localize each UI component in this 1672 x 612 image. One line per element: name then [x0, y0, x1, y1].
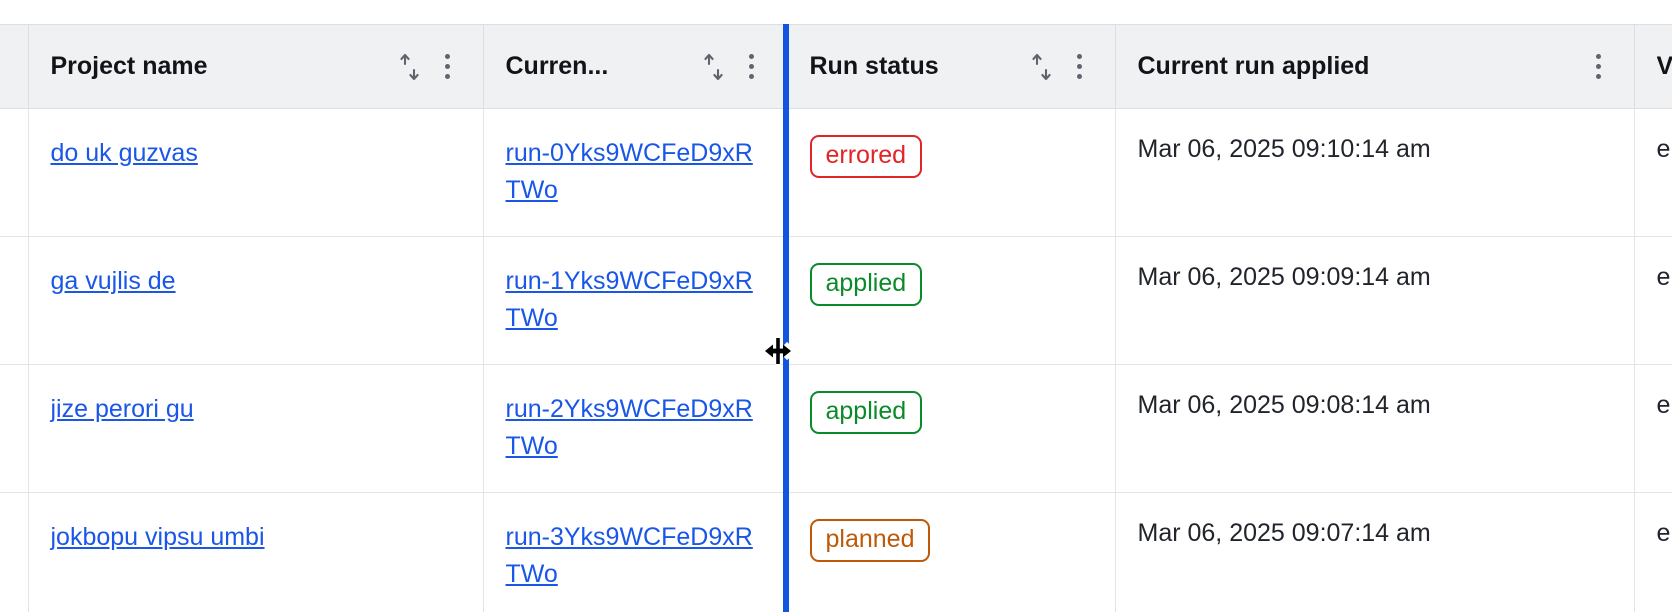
cell-current-run: run-2Yks9WCFeD9xRTWo	[483, 364, 788, 493]
cell-current-run-applied: Mar 06, 2025 09:09:14 am	[1115, 236, 1635, 365]
table-body: do uk guzvas run-0Yks9WCFeD9xRTWo errore…	[0, 108, 1672, 612]
projects-table: Project name	[0, 24, 1672, 612]
column-resize-indicator[interactable]	[783, 24, 789, 612]
cell-extra: e	[1634, 492, 1672, 612]
sort-arrows-icon[interactable]	[701, 51, 727, 83]
column-header-extra[interactable]: V	[1634, 24, 1672, 109]
extra-value: e	[1656, 391, 1671, 419]
column-header-label-current-run: Curren...	[505, 52, 609, 80]
applied-timestamp: Mar 06, 2025 09:09:14 am	[1137, 263, 1431, 291]
cell-current-run-applied: Mar 06, 2025 09:10:14 am	[1115, 108, 1635, 237]
column-header-label-project-name: Project name	[50, 52, 208, 80]
column-header-project-name[interactable]: Project name	[28, 24, 484, 109]
table-row: jize perori gu run-2Yks9WCFeD9xRTWo appl…	[0, 364, 1672, 493]
cell-run-status: applied	[787, 236, 1116, 365]
table-header: Project name	[0, 24, 1672, 109]
cell-run-status: planned	[787, 492, 1116, 612]
kebab-dot	[1596, 64, 1601, 69]
cell-project-name: jize perori gu	[28, 364, 484, 493]
column-header-label-extra: V	[1656, 52, 1672, 80]
kebab-dot	[445, 54, 450, 59]
kebab-dot	[1077, 54, 1082, 59]
cell-run-status: applied	[787, 364, 1116, 493]
column-header-current-run-applied[interactable]: Current run applied	[1115, 24, 1635, 109]
kebab-dot	[749, 54, 754, 59]
cell-current-run: run-1Yks9WCFeD9xRTWo	[483, 236, 788, 365]
sort-arrows-icon[interactable]	[1029, 51, 1055, 83]
cell-current-run-applied: Mar 06, 2025 09:08:14 am	[1115, 364, 1635, 493]
kebab-dot	[445, 64, 450, 69]
column-header-current-run[interactable]: Curren...	[483, 24, 788, 109]
cell-extra: e	[1634, 364, 1672, 493]
status-badge: planned	[809, 519, 931, 562]
kebab-dot	[749, 64, 754, 69]
cell-current-run-applied: Mar 06, 2025 09:07:14 am	[1115, 492, 1635, 612]
kebab-menu-icon[interactable]	[1586, 52, 1612, 82]
kebab-dot	[1596, 54, 1601, 59]
kebab-menu-icon[interactable]	[739, 52, 765, 82]
status-badge: applied	[809, 263, 923, 306]
cell-extra: e	[1634, 108, 1672, 237]
column-header-run-status[interactable]: Run status	[787, 24, 1116, 109]
table-row: jokbopu vipsu umbi run-3Yks9WCFeD9xRTWo …	[0, 492, 1672, 612]
extra-value: e	[1656, 263, 1671, 291]
table-row: do uk guzvas run-0Yks9WCFeD9xRTWo errore…	[0, 108, 1672, 237]
current-run-link[interactable]: run-2Yks9WCFeD9xRTWo	[505, 395, 753, 460]
status-badge: applied	[809, 391, 923, 434]
cell-project-name: jokbopu vipsu umbi	[28, 492, 484, 612]
row-selector-cell[interactable]	[0, 236, 29, 365]
sort-arrows-icon[interactable]	[397, 51, 423, 83]
kebab-menu-icon[interactable]	[1067, 52, 1093, 82]
kebab-dot	[1077, 64, 1082, 69]
cell-project-name: ga vujlis de	[28, 236, 484, 365]
applied-timestamp: Mar 06, 2025 09:07:14 am	[1137, 519, 1431, 547]
row-selector-cell[interactable]	[0, 108, 29, 237]
project-name-link[interactable]: jokbopu vipsu umbi	[50, 523, 265, 551]
kebab-dot	[445, 74, 450, 79]
current-run-link[interactable]: run-1Yks9WCFeD9xRTWo	[505, 267, 753, 332]
applied-timestamp: Mar 06, 2025 09:10:14 am	[1137, 135, 1431, 163]
current-run-link[interactable]: run-3Yks9WCFeD9xRTWo	[505, 523, 753, 588]
column-header-label-current-run-applied: Current run applied	[1137, 52, 1370, 80]
cell-current-run: run-3Yks9WCFeD9xRTWo	[483, 492, 788, 612]
kebab-dot	[1596, 74, 1601, 79]
project-name-link[interactable]: jize perori gu	[50, 395, 194, 423]
extra-value: e	[1656, 135, 1671, 163]
table-row: ga vujlis de run-1Yks9WCFeD9xRTWo applie…	[0, 236, 1672, 365]
row-selector-cell[interactable]	[0, 364, 29, 493]
cell-current-run: run-0Yks9WCFeD9xRTWo	[483, 108, 788, 237]
column-header-label-run-status: Run status	[809, 52, 939, 80]
project-name-link[interactable]: ga vujlis de	[50, 267, 176, 295]
cell-project-name: do uk guzvas	[28, 108, 484, 237]
project-name-link[interactable]: do uk guzvas	[50, 139, 198, 167]
kebab-dot	[1077, 74, 1082, 79]
kebab-dot	[749, 74, 754, 79]
status-badge: errored	[809, 135, 923, 178]
row-selector-cell[interactable]	[0, 492, 29, 612]
column-header-selector	[0, 24, 29, 109]
cell-extra: e	[1634, 236, 1672, 365]
current-run-link[interactable]: run-0Yks9WCFeD9xRTWo	[505, 139, 753, 204]
table-header-row: Project name	[0, 24, 1672, 109]
applied-timestamp: Mar 06, 2025 09:08:14 am	[1137, 391, 1431, 419]
cell-run-status: errored	[787, 108, 1116, 237]
extra-value: e	[1656, 519, 1671, 547]
kebab-menu-icon[interactable]	[435, 52, 461, 82]
